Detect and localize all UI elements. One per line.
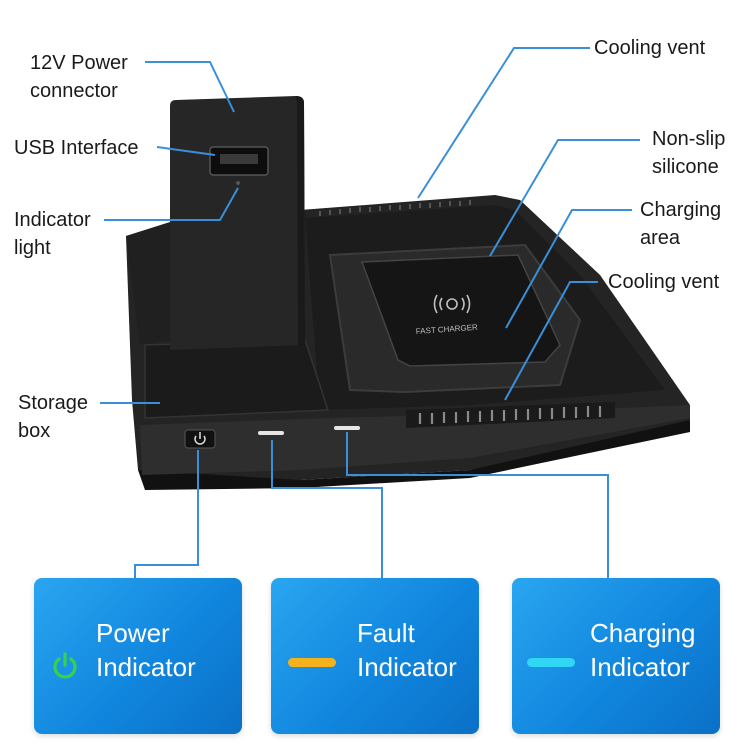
leader-lines (100, 47, 640, 578)
charging-indicator-line2: Indicator (590, 652, 690, 682)
label-cooling-vent-front: Cooling vent (608, 271, 720, 293)
leader-charging-area (505, 209, 632, 329)
label-usb-interface: USB Interface (14, 137, 139, 159)
power-button-icon (194, 432, 206, 445)
indicator-light (236, 181, 240, 185)
charging-indicator-line1: Charging (590, 618, 696, 648)
front-vent-frame (406, 402, 615, 428)
leader-power-ind (134, 450, 199, 578)
front-cooling-vent (418, 406, 602, 424)
leader-charging-ind (346, 432, 609, 578)
label-charging-area: Charging area (640, 199, 722, 249)
leader-power-connector (145, 61, 235, 113)
label-non-slip: Non-slip silicone (652, 128, 726, 178)
leader-usb (156, 146, 216, 156)
fault-indicator-line1: Fault (357, 618, 415, 648)
phone-stand-edge (296, 96, 305, 346)
storage-box (144, 339, 330, 419)
label-cooling-vent-top: Cooling vent (594, 37, 706, 59)
front-panel (140, 405, 690, 475)
power-icon (53, 652, 77, 679)
fault-indicator-slot (258, 431, 284, 435)
left-wall (126, 222, 172, 345)
charging-area (360, 254, 561, 367)
leader-non-slip (489, 139, 640, 257)
power-indicator-card: Power Indicator (34, 578, 242, 734)
pad-text: FAST CHARGER (416, 323, 479, 336)
label-power-connector: 12V Power connector (30, 52, 128, 102)
wireless-symbol-icon (433, 294, 471, 314)
usb-port-inner (220, 154, 258, 164)
leader-indicator (104, 187, 239, 221)
label-storage-box: Storage box (18, 392, 89, 442)
phone-stand (170, 96, 305, 350)
charging-bar-icon (527, 658, 575, 667)
charging-indicator-card: Charging Indicator (512, 578, 720, 734)
leader-vent-front (504, 281, 598, 401)
power-indicator-line1: Power (96, 618, 170, 648)
fault-indicator-card: Fault Indicator (271, 578, 479, 734)
top-cooling-vent (319, 200, 471, 216)
leader-vent-top (417, 47, 590, 199)
leader-fault-ind (271, 440, 383, 578)
power-indicator-line2: Indicator (96, 652, 196, 682)
label-indicator-light: Indicator light (14, 209, 91, 259)
fault-indicator-line2: Indicator (357, 652, 457, 682)
charging-indicator-slot (334, 426, 360, 430)
fault-bar-icon (288, 658, 336, 667)
